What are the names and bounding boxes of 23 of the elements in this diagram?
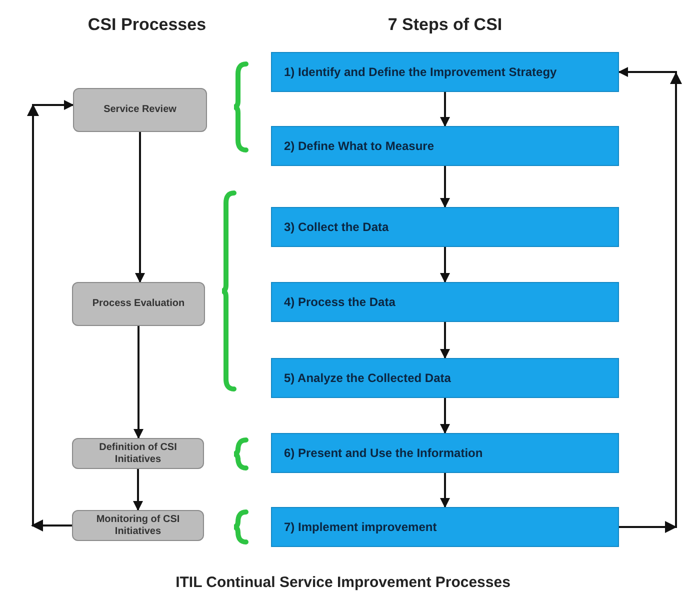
caption: ITIL Continual Service Improvement Processes xyxy=(174,573,512,593)
process-box: Process Evaluation xyxy=(72,282,205,326)
process-box: Monitoring of CSI Initiatives xyxy=(72,510,204,541)
step-box: 1) Identify and Define the Improvement Strategy xyxy=(271,52,619,92)
arrow xyxy=(440,473,450,508)
step-box: 7) Implement improvement xyxy=(271,507,619,547)
step-box: 3) Collect the Data xyxy=(271,207,619,247)
process-box: Service Review xyxy=(73,88,207,132)
column-heading: CSI Processes xyxy=(86,14,208,36)
arrow xyxy=(440,166,450,208)
step-box: 2) Define What to Measure xyxy=(271,126,619,166)
step-box: 5) Analyze the Collected Data xyxy=(271,358,619,398)
step-box: 6) Present and Use the Information xyxy=(271,433,619,473)
arrow xyxy=(440,247,450,283)
step-box: 4) Process the Data xyxy=(271,282,619,322)
arrow xyxy=(134,326,144,439)
arrow xyxy=(440,322,450,359)
arrow xyxy=(440,398,450,434)
arrow xyxy=(133,469,143,511)
process-box: Definition of CSI Initiatives xyxy=(72,438,204,469)
arrow xyxy=(135,132,145,283)
arrow xyxy=(440,92,450,127)
column-heading: 7 Steps of CSI xyxy=(386,14,504,36)
